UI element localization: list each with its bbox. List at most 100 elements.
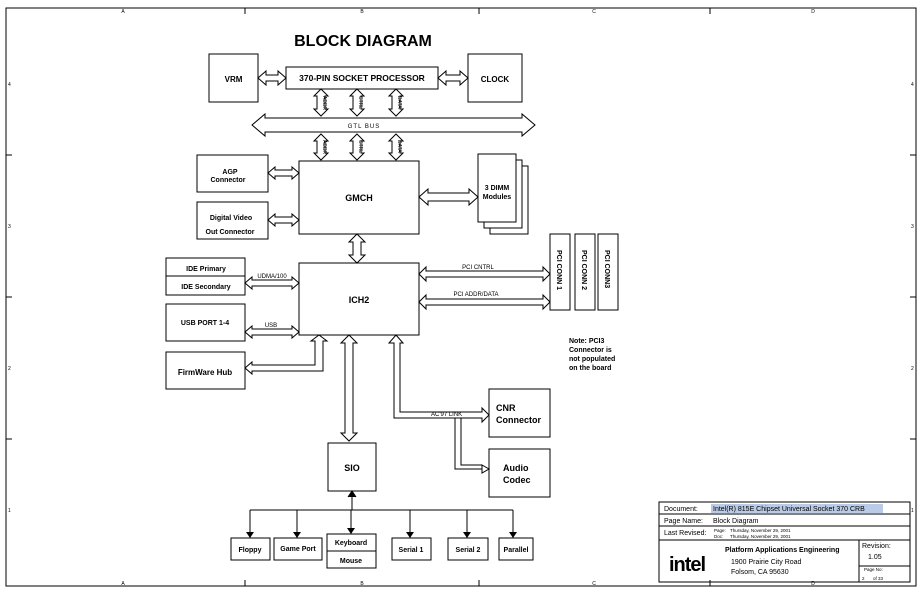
- data-label-top: DATA: [396, 96, 402, 109]
- border-label-bottom-3: C: [592, 581, 596, 587]
- serial1-arrowhead: [406, 532, 414, 538]
- usb-bus-label: USB: [265, 323, 277, 329]
- pci-cntrl-label: PCI CNTRL: [462, 265, 494, 271]
- udma-label: UDMA/100: [257, 274, 287, 280]
- pci-conn3-block: [597, 233, 619, 311]
- pci-cntrl-arrow: [418, 265, 551, 283]
- border-label-right-1: 4: [911, 82, 914, 88]
- parallel-arrowhead: [509, 532, 517, 538]
- last-revised-label: Last Revised:: [664, 530, 706, 537]
- gmch-data-arrow: [387, 133, 405, 161]
- cpu-data-arrow: [387, 88, 405, 117]
- document-value: Intel(R) 815E Chipset Universal Socket 3…: [713, 506, 865, 513]
- page-no-label: Page No:: [864, 567, 883, 572]
- border-label-left-3: 2: [8, 366, 11, 372]
- agp-label-line2: Connector: [211, 177, 246, 184]
- pci-conn1-block: [549, 233, 571, 311]
- border-label-top-3: C: [592, 9, 596, 15]
- addr-label-bottom: ADDR: [321, 140, 327, 155]
- usb-port-label: USB PORT 1-4: [181, 320, 229, 327]
- page-small-label: Page:: [714, 528, 726, 533]
- page-title: BLOCK DIAGRAM: [294, 33, 432, 50]
- usb-ich2-arrow: [244, 324, 300, 340]
- audio-label-line2: Codec: [503, 475, 531, 485]
- border-label-bottom-4: D: [811, 581, 815, 587]
- border-label-top-4: D: [811, 9, 815, 15]
- page-date: Thursday, November 29, 2001: [730, 528, 791, 533]
- keyboard-arrowhead: [347, 528, 355, 534]
- fwh-ich2-arrow: [244, 334, 329, 376]
- serial2-arrowhead: [463, 532, 471, 538]
- address-line1: 1900 Prairie City Road: [731, 559, 802, 566]
- cpu-clock-arrow: [437, 69, 469, 87]
- border-label-left-4: 1: [8, 508, 11, 514]
- border-label-top-1: A: [121, 9, 125, 15]
- cnr-label-line2: Connector: [496, 415, 541, 425]
- border-label-bottom-1: A: [121, 581, 125, 587]
- mouse-label: Mouse: [340, 558, 362, 565]
- ac97-audio-line: [454, 418, 482, 470]
- ich2-sio-arrow: [339, 334, 359, 442]
- dimm-card-front: [477, 153, 517, 223]
- border-label-left-1: 4: [8, 82, 11, 88]
- border-label-right-3: 2: [911, 366, 914, 372]
- audio-codec-block: [488, 448, 551, 498]
- gtl-bus-arrow: [251, 112, 536, 138]
- note-line-3: not populated: [569, 356, 615, 363]
- gmch-label: GMCH: [345, 193, 373, 203]
- note-line-1: Note: PCI3: [569, 338, 605, 345]
- audio-label-line1: Audio: [503, 463, 529, 473]
- doc-small-label: Doc:: [714, 534, 723, 539]
- ac97-audio-arrowhead: [481, 464, 491, 474]
- cpu-addr-arrow: [312, 88, 330, 117]
- vrm-cpu-arrow: [257, 69, 287, 87]
- floppy-arrowhead: [246, 532, 254, 538]
- ich2-block: [298, 262, 420, 336]
- ctrl-label-top: CTRL: [357, 96, 363, 109]
- cpu-ctrl-arrow: [348, 88, 366, 117]
- border-label-right-4: 1: [911, 508, 914, 514]
- gameport-arrowhead: [293, 532, 301, 538]
- ctrl-label-bottom: CTRL: [357, 140, 363, 153]
- firmware-hub-label: FirmWare Hub: [178, 368, 232, 377]
- dimm-label-line2: Modules: [483, 194, 511, 201]
- dvo-label-line2: Out Connector: [206, 229, 255, 236]
- intel-logo: intel: [669, 554, 706, 576]
- dvo-label-line1: Digital Video: [210, 215, 252, 222]
- sio-bus-up-head: [347, 490, 357, 498]
- addr-label-top: ADDR: [321, 96, 327, 111]
- ac97-audio-line-inner: [460, 418, 482, 466]
- dimm-label-line1: 3 DIMM: [485, 185, 510, 192]
- note-line-2: Connector is: [569, 347, 612, 354]
- parallel-block: [498, 537, 534, 561]
- floppy-label: Floppy: [239, 547, 262, 554]
- page-no-value: 2: [862, 576, 865, 581]
- data-label-bottom: DATA: [396, 140, 402, 153]
- org-name: Platform Applications Engineering: [725, 547, 839, 554]
- page-name-value: Block Diagram: [713, 518, 759, 525]
- cnr-label-line1: CNR: [496, 403, 516, 413]
- keyboard-label: Keyboard: [335, 540, 367, 547]
- gameport-block: [273, 537, 323, 561]
- border-label-bottom-2: B: [360, 581, 364, 587]
- parallel-label: Parallel: [504, 547, 529, 554]
- border-ticks: [6, 8, 916, 586]
- pci-addr-data-label: PCI ADDR/DATA: [453, 292, 498, 298]
- cnr-connector-block: [488, 388, 551, 438]
- pci-conn3-label: PCI CONN3: [603, 250, 610, 288]
- address-line2: Folsom, CA 95630: [731, 569, 789, 576]
- pci-conn1-label: PCI CONN 1: [555, 250, 562, 290]
- gameport-label: Game Port: [280, 546, 316, 553]
- page-of: of 33: [873, 576, 884, 581]
- ide-secondary-label: IDE Secondary: [181, 284, 231, 291]
- pci-conn2-label: PCI CONN 2: [580, 250, 587, 290]
- pci-conn2-block: [574, 233, 596, 311]
- usb-port-block: [165, 303, 246, 342]
- gtl-bus-label: GTL BUS: [348, 124, 380, 130]
- serial2-label: Serial 2: [456, 547, 481, 554]
- border-label-right-2: 3: [911, 224, 914, 230]
- vrm-label: VRM: [225, 75, 243, 84]
- processor-label: 370-PIN SOCKET PROCESSOR: [299, 73, 425, 83]
- gmch-ich2-arrow: [347, 233, 367, 264]
